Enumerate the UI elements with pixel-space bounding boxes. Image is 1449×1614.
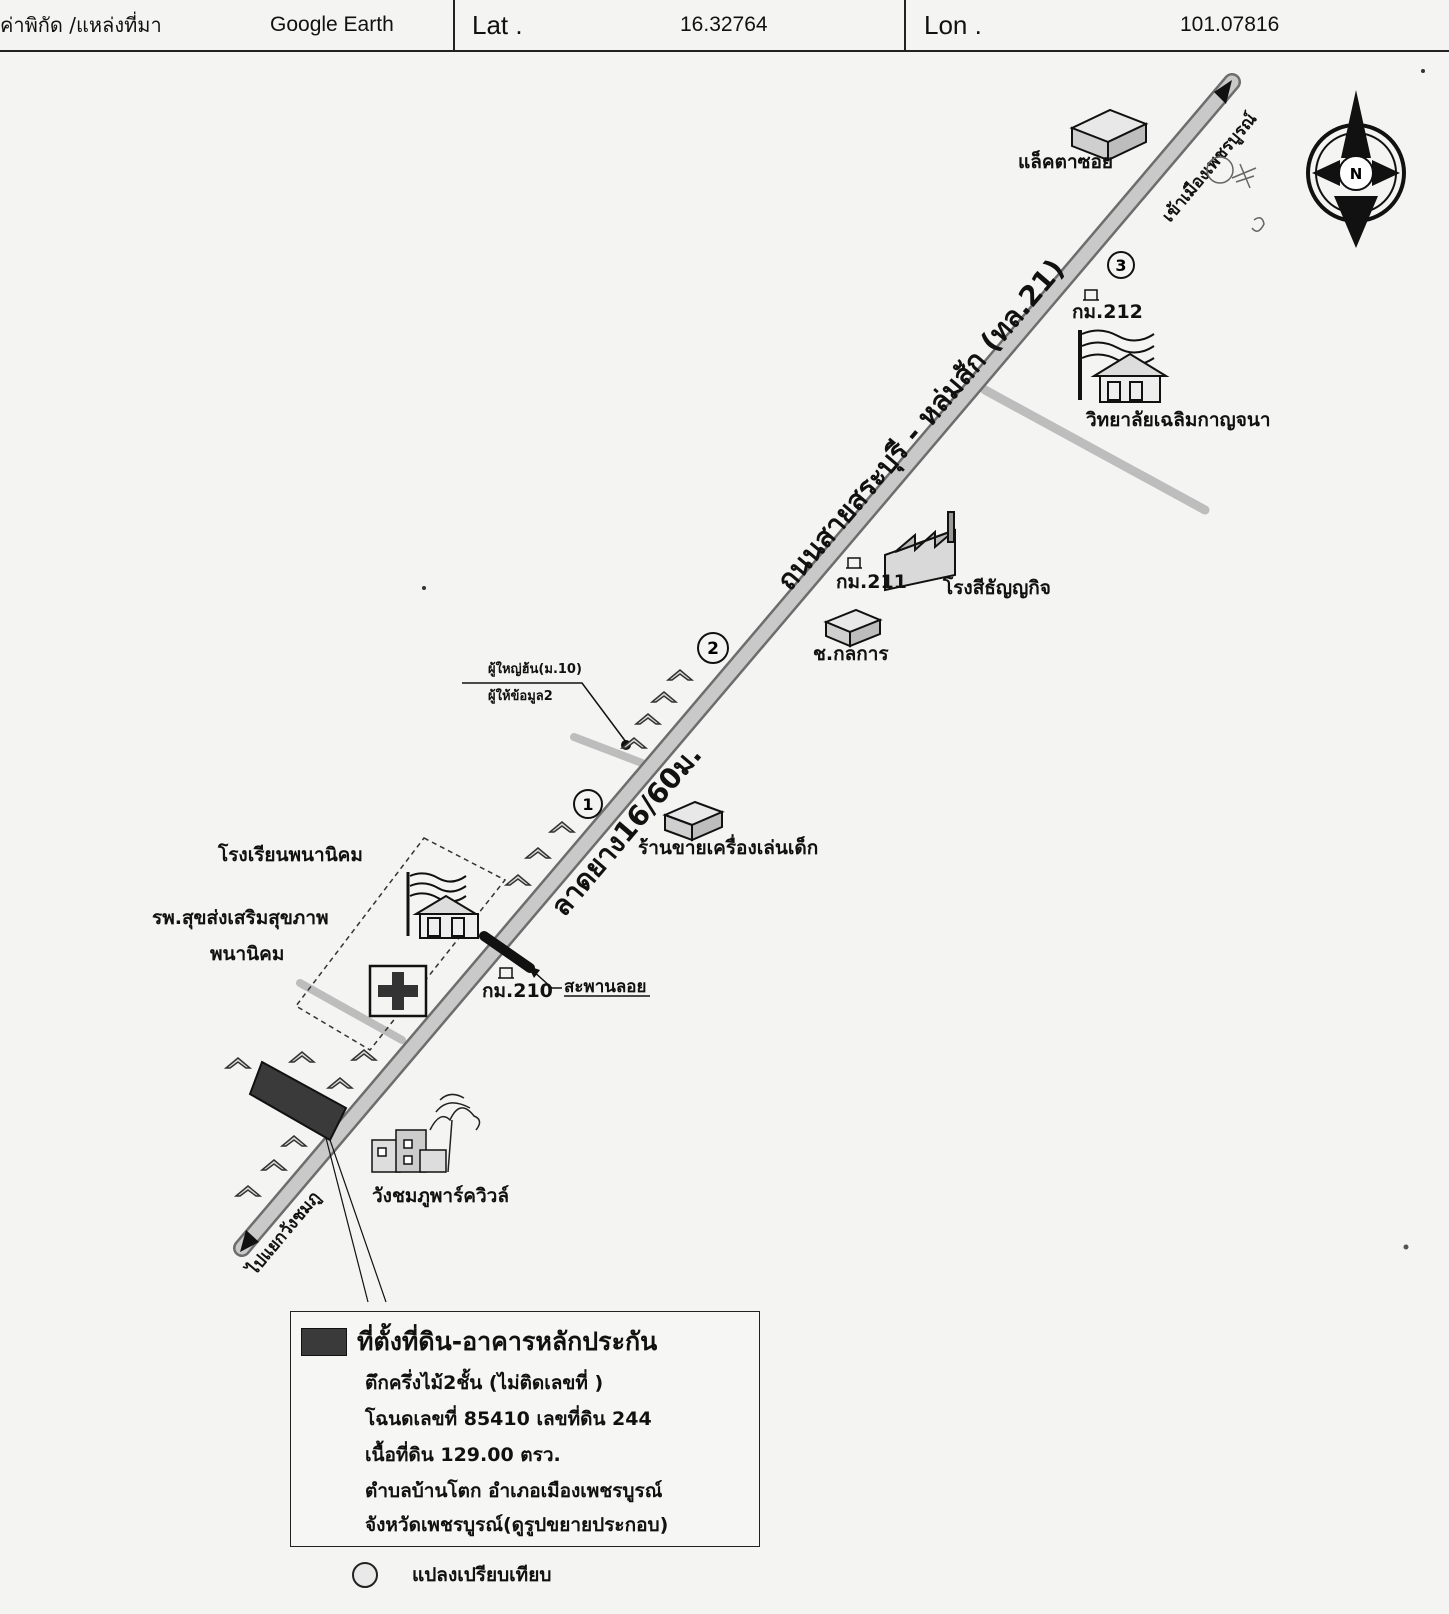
hospital-label-2: พนานิคม [210, 943, 284, 965]
school-flag-icon [406, 872, 480, 939]
km-post-icon [1083, 289, 1099, 301]
village-label: วังชมภูพาร์ควิวล์ [372, 1185, 509, 1208]
legend-line: ตำบลบ้านโตก อำเภอเมืองเพชรบูรณ์ [365, 1480, 663, 1502]
footbridge-icon [479, 931, 535, 973]
hospital-label-1: รพ.สุขส่งเสริมสุขภาพ [152, 907, 329, 930]
km211-label: กม.211 [836, 571, 907, 593]
legend-plot-swatch [301, 1328, 347, 1356]
to-north-label: เข้าเมืองเพชรบูรณ์ [1158, 108, 1262, 226]
school-label: โรงเรียนพนานิคม [217, 843, 363, 866]
source-label: ค่าพิกัด /แหล่งที่มา [0, 13, 162, 37]
speck [1403, 1244, 1409, 1250]
lon-label: Lon . [924, 9, 982, 40]
legend-line: จังหวัดเพชรบูรณ์(ดูรูปขยายประกอบ) [365, 1514, 669, 1536]
school-flag-icon [1078, 329, 1170, 403]
rice-mill-label: โรงสีธัญญกิจ [942, 576, 1051, 599]
school-compound-boundary [294, 837, 507, 1051]
km-post-icon [498, 967, 514, 979]
lek-ta-soi-label: แล็คตาซอย [1018, 149, 1113, 173]
source-value: Google Earth [270, 13, 394, 36]
garage-label: ช.กลการ [813, 643, 889, 665]
speck [1421, 69, 1425, 73]
arrow-south-icon [240, 1230, 259, 1252]
bridge-pointer [531, 969, 562, 989]
marker-1: 1 [573, 789, 603, 819]
legend-box: ที่ตั้งที่ดิน-อาคารหลักประกัน ตึกครึ่งไม… [290, 1311, 760, 1547]
bridge-pointer-arrow-icon [528, 966, 540, 978]
km-post-icon [846, 557, 862, 569]
km212-label: กม.212 [1072, 301, 1143, 323]
comparison-label: แปลงเปรียบเทียบ [412, 1564, 552, 1586]
main-road-surface [235, 75, 1239, 1255]
plot-pointer [329, 1139, 387, 1303]
svg-text:1: 1 [582, 795, 593, 814]
headman-label-1: ผู้ใหญ่ฮ้น(ม.10) [488, 660, 582, 677]
header-divider [904, 0, 906, 50]
svg-text:3: 3 [1115, 256, 1126, 275]
speck [422, 586, 426, 590]
side-road-headman [570, 733, 646, 767]
compass-n-label: N [1350, 165, 1363, 183]
svg-text:2: 2 [707, 639, 719, 659]
hospital-cross-icon [368, 964, 428, 1018]
lat-label: Lat . [472, 9, 523, 40]
legend-line: ตึกครึ่งไม้2ชั้น (ไม่ติดเลขที่ ) [365, 1372, 604, 1394]
building-icon [662, 800, 725, 842]
building-icon [1069, 108, 1149, 162]
side-road-college [980, 385, 1210, 515]
tree-icon [429, 1093, 481, 1173]
marker-3: 3 [1107, 251, 1135, 279]
header-divider [453, 0, 455, 50]
header-bar: ค่าพิกัด /แหล่งที่มา Google Earth Lat . … [0, 0, 1449, 52]
plot-pointer [325, 1137, 369, 1303]
compass-icon: N [1306, 90, 1406, 248]
comparison-legend: แปลงเปรียบเทียบ [352, 1560, 551, 1590]
toy-shop-label: ร้านขายเครื่องเล่นเด็ก [638, 834, 818, 859]
km210-label: กม.210 [482, 980, 553, 1002]
headman-pointer [462, 682, 627, 743]
factory-icon [884, 511, 956, 592]
legend-title: ที่ตั้งที่ดิน-อาคารหลักประกัน [357, 1327, 658, 1356]
college-label: วิทยาลัยเฉลิมกาญจนา [1086, 409, 1271, 431]
comparison-circle-icon [352, 1562, 378, 1588]
arrow-north-icon [1214, 80, 1232, 104]
handwritten-mark-icon [1206, 156, 1265, 232]
headman-label-2: ผู้ให้ข้อมูล2 [488, 687, 553, 704]
building-icon [823, 608, 883, 648]
legend-line: เนื้อที่ดิน 129.00 ตรว. [365, 1444, 561, 1466]
marker-2: 2 [697, 632, 729, 664]
subject-plot[interactable] [248, 1060, 348, 1142]
lat-value: 16.32764 [680, 13, 768, 36]
village-buildings-icon [371, 1129, 447, 1173]
house-icons [223, 669, 695, 1197]
lon-value: 101.07816 [1180, 13, 1280, 36]
bridge-label: สะพานลอย [564, 977, 646, 997]
legend-line: โฉนดเลขที่ 85410 เลขที่ดิน 244 [365, 1408, 652, 1430]
